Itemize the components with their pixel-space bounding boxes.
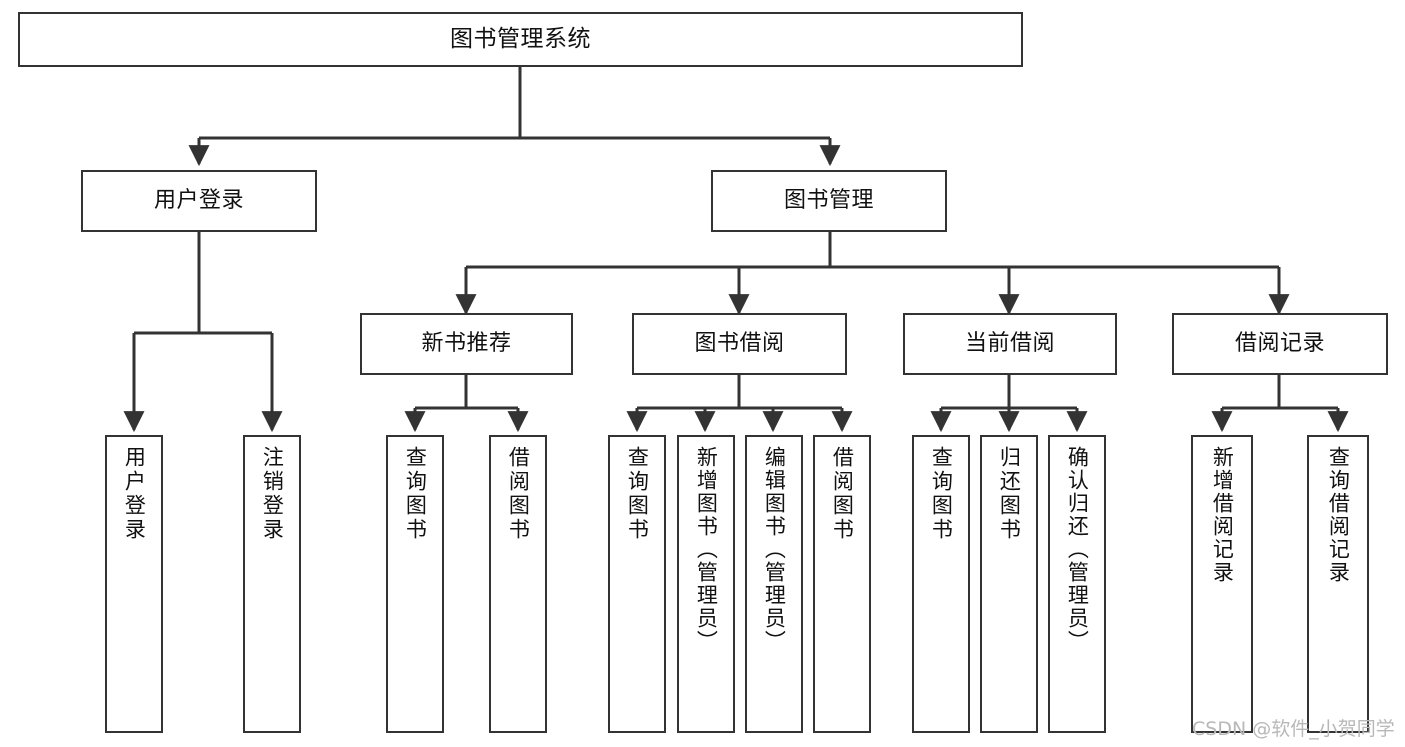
leaf-book-borrow-add-book-admin[interactable]: 新增图书（管理员） — [677, 435, 735, 733]
leaf-current-borrow-return-book[interactable]: 归还图书 — [980, 435, 1038, 733]
node-book-borrow[interactable]: 图书借阅 — [632, 313, 847, 375]
node-label: 借阅图书 — [506, 446, 531, 542]
csdn-watermark: CSDN @软件_小贺同学 — [1192, 718, 1395, 740]
node-label: 图书借阅 — [694, 331, 785, 356]
node-label: 查询借阅记录 — [1326, 446, 1351, 584]
leaf-book-borrow-edit-book-admin[interactable]: 编辑图书（管理员） — [745, 435, 803, 733]
node-label: 借阅图书 — [830, 446, 855, 542]
node-label: 新增图书（管理员） — [694, 446, 719, 653]
node-current-borrow[interactable]: 当前借阅 — [903, 313, 1117, 375]
node-label: 图书管理 — [783, 188, 874, 213]
node-label: 图书管理系统 — [450, 26, 591, 52]
node-borrow-records[interactable]: 借阅记录 — [1172, 313, 1388, 375]
node-label: 用户登录 — [153, 188, 244, 213]
node-root-book-management-system[interactable]: 图书管理系统 — [18, 12, 1023, 67]
node-label: 编辑图书（管理员） — [762, 446, 787, 653]
node-label: 用户登录 — [122, 446, 147, 542]
node-book-management[interactable]: 图书管理 — [711, 170, 947, 232]
node-label: 查询图书 — [929, 446, 954, 542]
leaf-current-borrow-query-book[interactable]: 查询图书 — [912, 435, 970, 733]
node-label: 归还图书 — [997, 446, 1022, 542]
node-new-book-recommend[interactable]: 新书推荐 — [360, 313, 573, 375]
node-label: 确认归还（管理员） — [1065, 446, 1090, 653]
leaf-current-borrow-confirm-return-admin[interactable]: 确认归还（管理员） — [1048, 435, 1106, 733]
node-user-login[interactable]: 用户登录 — [81, 170, 317, 232]
leaf-user-login-logout[interactable]: 注销登录 — [243, 435, 301, 733]
leaf-new-book-query-book[interactable]: 查询图书 — [386, 435, 444, 733]
leaf-borrow-records-query-record[interactable]: 查询借阅记录 — [1307, 435, 1369, 733]
node-label: 注销登录 — [260, 446, 285, 542]
leaf-book-borrow-query-book[interactable]: 查询图书 — [608, 435, 666, 733]
leaf-borrow-records-add-record[interactable]: 新增借阅记录 — [1191, 435, 1253, 733]
leaf-new-book-borrow-book[interactable]: 借阅图书 — [489, 435, 547, 733]
leaf-book-borrow-borrow-book[interactable]: 借阅图书 — [813, 435, 871, 733]
node-label: 借阅记录 — [1234, 331, 1325, 356]
node-label: 新书推荐 — [421, 331, 512, 356]
node-label: 查询图书 — [403, 446, 428, 542]
node-label: 当前借阅 — [964, 331, 1055, 356]
leaf-user-login-login[interactable]: 用户登录 — [105, 435, 163, 733]
node-label: 查询图书 — [625, 446, 650, 542]
node-label: 新增借阅记录 — [1210, 446, 1235, 584]
